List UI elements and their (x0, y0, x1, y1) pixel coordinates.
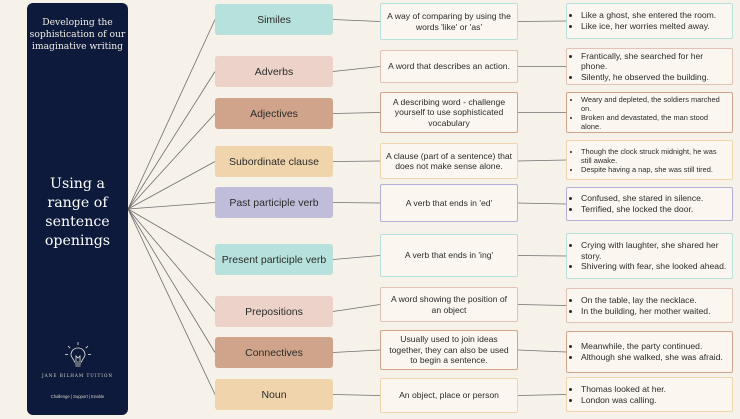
definition-box-similes: A way of comparing by using the words 'l… (380, 3, 518, 40)
definition-box-present-participle-verb: A verb that ends in 'ing' (380, 234, 518, 277)
definition-text: A verb that ends in 'ing' (404, 250, 494, 261)
example-item: Crying with laughter, she shared her sto… (581, 240, 728, 261)
term-label: Prepositions (245, 305, 303, 318)
term-box-connectives: Connectives (215, 337, 333, 368)
definition-text: A describing word - challenge yourself t… (392, 96, 506, 128)
example-item: Confused, she stared in silence. (581, 193, 703, 204)
example-item: On the table, lay the necklace. (581, 295, 710, 306)
connector-line (127, 71, 216, 210)
example-item: Although she walked, she was afraid. (581, 352, 723, 363)
definition-text: A way of comparing by using the words 'l… (387, 11, 511, 32)
definition-text: A clause (part of a sentence) that does … (385, 150, 513, 171)
connector-line (332, 349, 381, 353)
brand-tagline: Challenge | Support | Enable (50, 394, 105, 399)
connector-line (517, 20, 567, 22)
connector-line (332, 202, 381, 204)
example-item: In the building, her mother waited. (581, 306, 710, 317)
definition-box-noun: An object, place or person (380, 378, 518, 413)
sidebar-title: Using a range of sentence openings (44, 176, 111, 249)
connector-line (332, 112, 381, 114)
term-box-subordinate-clause: Subordinate clause (215, 146, 333, 177)
term-box-prepositions: Prepositions (215, 296, 333, 327)
connector-line (332, 255, 381, 260)
examples-box-prepositions: On the table, lay the necklace.In the bu… (566, 288, 733, 323)
example-item: Broken and devastated, the man stood alo… (581, 113, 728, 131)
term-box-adjectives: Adjectives (215, 98, 333, 129)
connector-line (517, 255, 567, 257)
example-item: Shivering with fear, she looked ahead. (581, 261, 728, 272)
example-item: Weary and depleted, the soldiers marched… (581, 95, 728, 113)
sidebar-subtitle: Developing the sophistication of our ima… (29, 17, 126, 52)
term-label: Adjectives (250, 107, 298, 120)
connector-line (127, 208, 216, 312)
definition-box-connectives: Usually used to join ideas together, the… (380, 330, 518, 370)
connector-line (127, 161, 216, 210)
definition-box-prepositions: A word showing the position of an object (380, 287, 518, 322)
examples-box-similes: Like a ghost, she entered the room.Like … (566, 3, 733, 39)
connector-line (332, 394, 381, 396)
term-label: Similes (257, 13, 291, 26)
connector-line (127, 19, 216, 210)
definition-text: Usually used to join ideas together, the… (389, 334, 509, 366)
example-item: Like a ghost, she entered the room. (581, 10, 716, 21)
definition-box-subordinate-clause: A clause (part of a sentence) that does … (380, 143, 518, 179)
sidebar-panel: Developing the sophistication of our ima… (27, 3, 128, 415)
example-item: Despite having a nap, she was still tire… (581, 165, 728, 174)
term-box-noun: Noun (215, 379, 333, 410)
brand-name: JANE BILHAM TUITION (41, 373, 114, 378)
connector-line (517, 349, 567, 353)
term-box-past-participle-verb: Past participle verb (215, 187, 333, 218)
definition-text: A word that describes an action. (388, 61, 510, 72)
example-item: Meanwhile, the party continued. (581, 341, 723, 352)
term-label: Subordinate clause (229, 155, 319, 168)
term-label: Noun (261, 388, 287, 401)
examples-box-adverbs: Frantically, she searched for her phone.… (566, 48, 733, 85)
example-item: Thomas looked at her. (581, 384, 666, 395)
connector-line (127, 208, 216, 353)
connector-line (127, 202, 216, 210)
example-item: Like ice, her worries melted away. (581, 21, 716, 32)
examples-box-past-participle-verb: Confused, she stared in silence.Terrifie… (566, 187, 733, 221)
lightbulb-logo-icon (65, 342, 91, 367)
connector-line (517, 202, 567, 205)
example-item: Though the clock struck midnight, he was… (581, 147, 728, 165)
examples-box-noun: Thomas looked at her.London was calling. (566, 377, 733, 412)
definition-text: A word showing the position of an object (390, 294, 508, 315)
definition-box-past-participle-verb: A verb that ends in 'ed' (380, 184, 518, 222)
term-label: Present participle verb (221, 253, 327, 266)
term-box-adverbs: Adverbs (215, 56, 333, 87)
term-box-similes: Similes (215, 4, 333, 35)
connector-line (332, 160, 381, 162)
connector-line (127, 208, 216, 395)
definition-box-adverbs: A word that describes an action. (380, 50, 518, 83)
term-label: Connectives (245, 346, 303, 359)
examples-box-subordinate-clause: Though the clock struck midnight, he was… (566, 140, 733, 180)
example-item: Terrified, she locked the door. (581, 204, 703, 215)
connector-line (332, 19, 381, 22)
term-label: Adverbs (254, 65, 294, 78)
connector-line (332, 66, 381, 72)
connector-line (127, 113, 216, 210)
connector-line (517, 159, 567, 162)
examples-box-present-participle-verb: Crying with laughter, she shared her sto… (566, 233, 733, 279)
example-item: London was calling. (581, 395, 666, 406)
connector-line (332, 304, 381, 312)
examples-box-connectives: Meanwhile, the party continued.Although … (566, 331, 733, 373)
connector-line (517, 304, 567, 306)
definition-text: An object, place or person (399, 390, 499, 401)
example-item: Frantically, she searched for her phone. (581, 51, 728, 72)
definition-box-adjectives: A describing word - challenge yourself t… (380, 92, 518, 133)
example-item: Silently, he observed the building. (581, 72, 728, 83)
term-box-present-participle-verb: Present participle verb (215, 244, 333, 275)
definition-text: A verb that ends in 'ed' (405, 197, 493, 208)
term-label: Past participle verb (229, 196, 319, 209)
connector-line (517, 394, 567, 396)
connector-line (127, 208, 216, 260)
examples-box-adjectives: Weary and depleted, the soldiers marched… (566, 92, 733, 133)
